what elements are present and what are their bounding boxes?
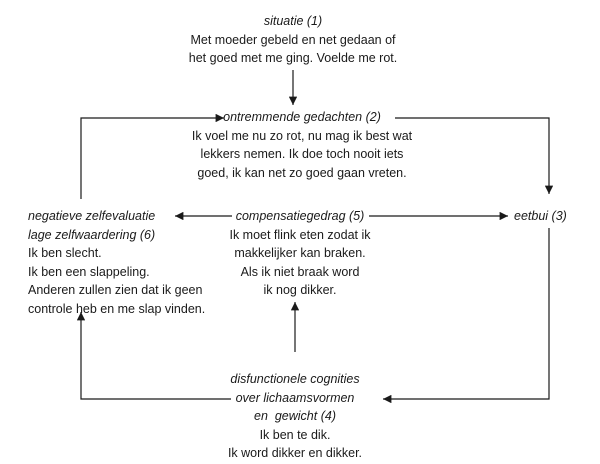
node-zelfevaluatie-line: controle heb en me slap vinden. bbox=[28, 301, 206, 316]
node-cognities-title: disfunctionele cognities bbox=[230, 372, 360, 386]
node-situatie: situatie (1) Met moeder gebeld en net ge… bbox=[170, 12, 416, 68]
node-gedachten-line: Ik voel me nu zo rot, nu mag ik best wat bbox=[191, 128, 413, 143]
node-zelfevaluatie-title: negatieve zelfevaluatie bbox=[28, 209, 156, 223]
arrow-eetbui-to-cognities bbox=[383, 228, 550, 404]
node-cognities: disfunctionele cognities over lichaamsvo… bbox=[195, 370, 395, 463]
arrow-zelfevaluatie-to-gedachten bbox=[80, 113, 224, 199]
node-eetbui-title: eetbui (3) bbox=[514, 209, 567, 223]
node-compensatie-title: compensatiegedrag (5) bbox=[235, 209, 365, 223]
node-gedachten-title: ontremmende gedachten (2) bbox=[223, 110, 381, 124]
node-gedachten-line: lekkers nemen. Ik doe toch nooit iets bbox=[200, 147, 404, 161]
node-zelfevaluatie-title: lage zelfwaardering (6) bbox=[28, 227, 156, 242]
node-compensatie-line: ik nog dikker. bbox=[263, 283, 337, 297]
node-situatie-line: Met moeder gebeld en net gedaan of bbox=[190, 32, 396, 47]
node-compensatie-line: Als ik niet braak word bbox=[240, 264, 360, 279]
node-compensatie-line: Ik moet flink eten zodat ik bbox=[229, 227, 371, 242]
node-compensatie-line: makkelijker kan braken. bbox=[234, 246, 366, 260]
node-cognities-line: Ik ben te dik. bbox=[259, 427, 331, 442]
node-zelfevaluatie: negatieve zelfevaluatie lage zelfwaarder… bbox=[28, 207, 228, 318]
node-zelfevaluatie-line: Ik ben slecht. bbox=[28, 246, 102, 260]
arrow-cognities-to-zelfevaluatie bbox=[76, 312, 231, 400]
node-situatie-title: situatie (1) bbox=[263, 14, 323, 28]
node-cognities-line: Ik word dikker en dikker. bbox=[227, 446, 363, 460]
node-cognities-title: en gewicht (4) bbox=[254, 409, 336, 423]
node-situatie-line: het goed met me ging. Voelde me rot. bbox=[188, 51, 398, 65]
node-zelfevaluatie-line: Ik ben een slappeling. bbox=[28, 264, 150, 279]
node-zelfevaluatie-line: Anderen zullen zien dat ik geen bbox=[28, 283, 203, 297]
node-eetbui: eetbui (3) bbox=[514, 207, 594, 226]
node-gedachten-line: goed, ik kan net zo goed gaan vreten. bbox=[197, 165, 407, 180]
node-gedachten: ontremmende gedachten (2) Ik voel me nu … bbox=[180, 108, 424, 182]
node-cognities-title: over lichaamsvormen bbox=[235, 390, 355, 405]
node-compensatie: compensatiegedrag (5) Ik moet flink eten… bbox=[215, 207, 385, 300]
arrow-gedachten-to-eetbui bbox=[395, 117, 554, 194]
